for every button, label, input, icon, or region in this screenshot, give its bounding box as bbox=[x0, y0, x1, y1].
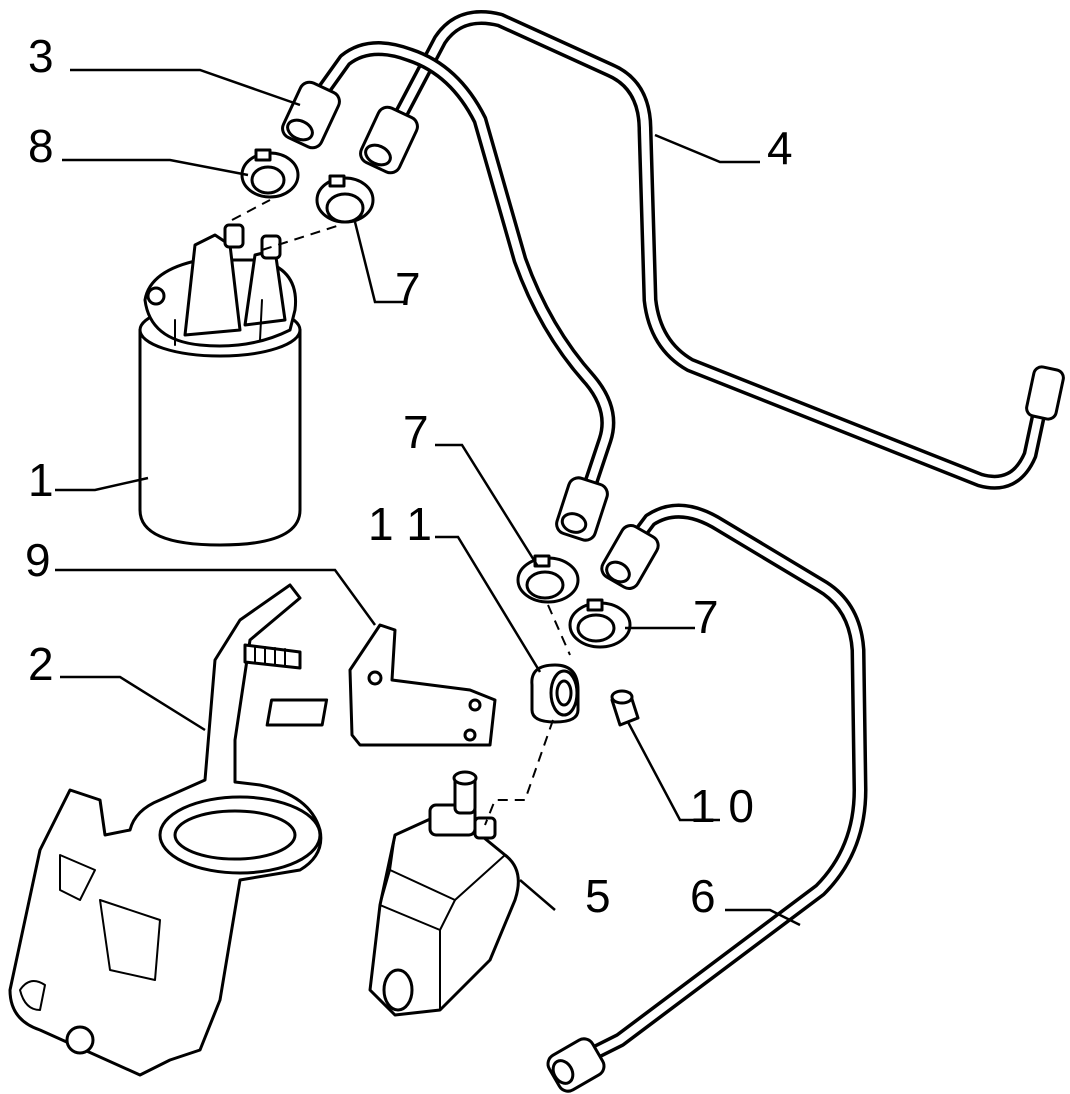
callout-1: 1 bbox=[28, 454, 54, 506]
callout-8: 8 bbox=[28, 120, 54, 172]
pipe-end-fittings bbox=[281, 80, 660, 1093]
callout-10: 1 0 bbox=[690, 780, 754, 832]
leader-lines bbox=[55, 68, 801, 927]
assembly-lines bbox=[231, 199, 571, 826]
callout-6: 6 bbox=[690, 870, 716, 922]
callout-7-top: 7 bbox=[395, 263, 421, 315]
pipe-4 bbox=[382, 10, 1065, 490]
callout-3: 3 bbox=[28, 30, 54, 82]
mounting-bracket-2 bbox=[8, 583, 323, 1077]
sleeve-10 bbox=[610, 689, 640, 727]
grommet-11 bbox=[530, 663, 580, 724]
callout-11: 1 1 bbox=[368, 498, 432, 550]
clamp-7-middle bbox=[516, 554, 580, 604]
valve-5 bbox=[368, 770, 520, 1017]
callout-2: 2 bbox=[28, 638, 54, 690]
callout-4: 4 bbox=[767, 122, 793, 174]
callout-7-middle: 7 bbox=[403, 406, 429, 458]
fuel-filter-canister bbox=[138, 223, 302, 547]
clamp-8 bbox=[240, 148, 300, 199]
callout-7-lower: 7 bbox=[693, 591, 719, 643]
callout-5: 5 bbox=[585, 870, 611, 922]
clamp-7-lower bbox=[568, 598, 632, 649]
bracket-9 bbox=[265, 623, 497, 747]
clamp-7-top bbox=[315, 174, 375, 224]
callout-labels: 3 8 7 4 1 7 1 1 9 7 2 1 0 5 6 bbox=[25, 30, 793, 922]
callout-9: 9 bbox=[25, 534, 51, 586]
pipe-6 bbox=[562, 503, 868, 1073]
pipe-3 bbox=[312, 41, 616, 508]
